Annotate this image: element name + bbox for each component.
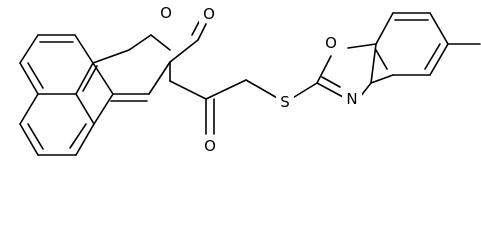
bond (375, 12, 394, 45)
bond (245, 79, 280, 100)
bond (128, 34, 152, 51)
chemical-structure-diagram: O O O S O N (19, 3, 481, 156)
bond (69, 123, 87, 149)
bond (150, 34, 171, 51)
bond (290, 82, 318, 100)
atom-labels: O O O S O N (156, 3, 362, 155)
bond (75, 62, 94, 95)
atom-label-lactone-carbonyl-oxygen: O (203, 5, 215, 23)
atom-label-oxazole-oxygen: O (325, 34, 337, 52)
atom-label-sulfur: S (280, 93, 290, 111)
bond (316, 82, 344, 98)
atom-label-oxazole-nitrogen: N (346, 90, 357, 108)
bond (370, 74, 394, 84)
bond (169, 80, 207, 100)
bond (321, 76, 341, 88)
bond (75, 123, 95, 156)
bond (27, 123, 44, 150)
bond (347, 43, 377, 49)
bond (316, 55, 332, 84)
bond (82, 65, 98, 92)
bond (27, 62, 44, 89)
bond (197, 23, 207, 41)
bond (19, 62, 39, 95)
atom-label-ketone-oxygen: O (204, 137, 216, 155)
bond (370, 43, 377, 84)
bond (74, 34, 94, 64)
bond (75, 93, 95, 125)
bond (429, 43, 449, 76)
bond (148, 61, 171, 95)
bond (375, 49, 388, 70)
bond (19, 93, 39, 125)
bond (191, 19, 201, 36)
bond (169, 39, 199, 63)
atom-label-ring-oxygen: O (160, 4, 172, 22)
bond (429, 12, 449, 45)
bonds (19, 12, 481, 156)
bond (205, 79, 247, 100)
bond (19, 123, 39, 156)
bond (424, 43, 441, 70)
bond (93, 93, 114, 125)
bond (19, 34, 39, 64)
bond (92, 49, 130, 64)
